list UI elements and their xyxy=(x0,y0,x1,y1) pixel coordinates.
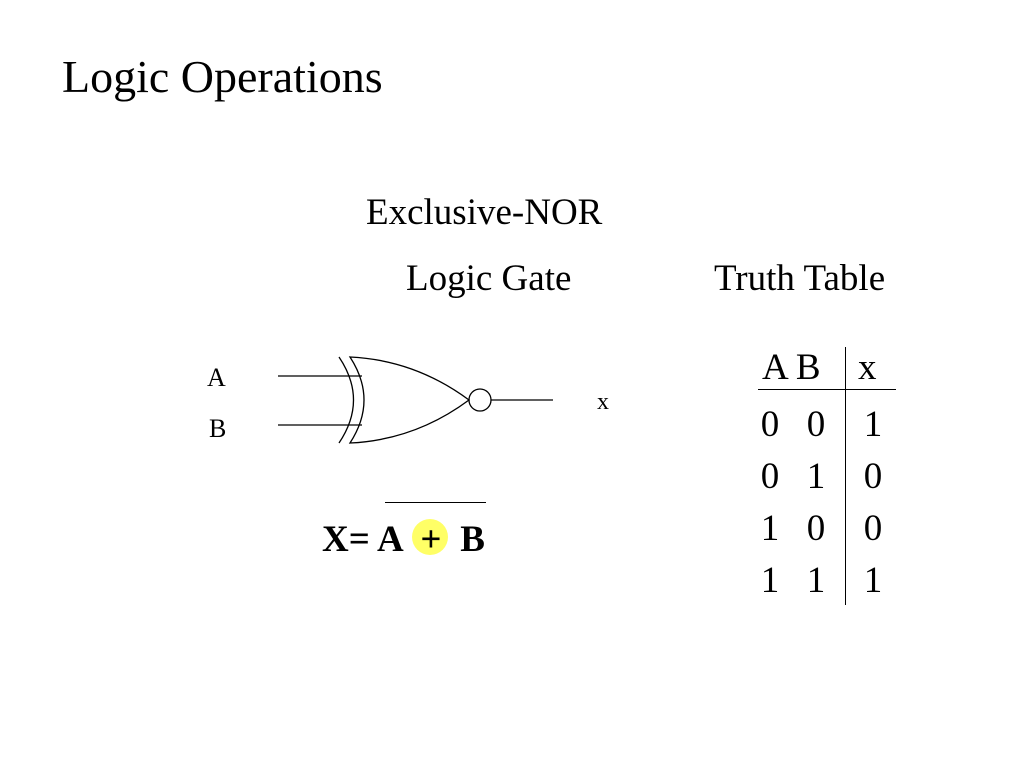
gate-name-heading: Exclusive-NOR xyxy=(366,192,603,233)
truth-table-header-rule xyxy=(758,389,896,390)
negation-overline xyxy=(385,502,486,503)
truth-table-cell: 1 xyxy=(806,456,826,497)
truth-table-cell: 0 xyxy=(760,404,780,445)
truth-table-input-header: A B xyxy=(762,347,821,388)
gate-body xyxy=(348,356,471,444)
inversion-bubble xyxy=(468,388,492,412)
truth-table-cell: 1 xyxy=(863,404,883,445)
input-a-label: A xyxy=(207,363,226,392)
logic-gate-heading: Logic Gate xyxy=(406,258,572,299)
output-x-label: x xyxy=(597,389,609,415)
truth-table-output-header: x xyxy=(858,347,877,388)
truth-table-cell: 1 xyxy=(760,560,780,601)
boolean-equation: X= A + B xyxy=(322,515,485,565)
xor-circle-highlight xyxy=(411,519,448,555)
truth-table-cell: 1 xyxy=(863,560,883,601)
input-b-label: B xyxy=(209,414,227,443)
truth-table-cell: 0 xyxy=(863,456,883,497)
truth-table-cell: 0 xyxy=(806,508,826,549)
truth-table-cell: 1 xyxy=(806,560,826,601)
xor-operator: + xyxy=(411,515,451,565)
truth-table-cell: 1 xyxy=(760,508,780,549)
equation-lhs: X= xyxy=(322,519,370,560)
page-title: Logic Operations xyxy=(62,51,383,102)
equation-operand-b: B xyxy=(460,519,485,560)
truth-table-column-rule xyxy=(845,347,846,605)
truth-table-cell: 0 xyxy=(863,508,883,549)
xor-plus-sign: + xyxy=(420,519,442,560)
equation-operand-a: A xyxy=(377,519,402,560)
xnor-gate-diagram xyxy=(278,356,553,444)
xor-extra-curve xyxy=(338,356,355,444)
truth-table-heading: Truth Table xyxy=(714,258,886,299)
truth-table-cell: 0 xyxy=(760,456,780,497)
truth-table-cell: 0 xyxy=(806,404,826,445)
